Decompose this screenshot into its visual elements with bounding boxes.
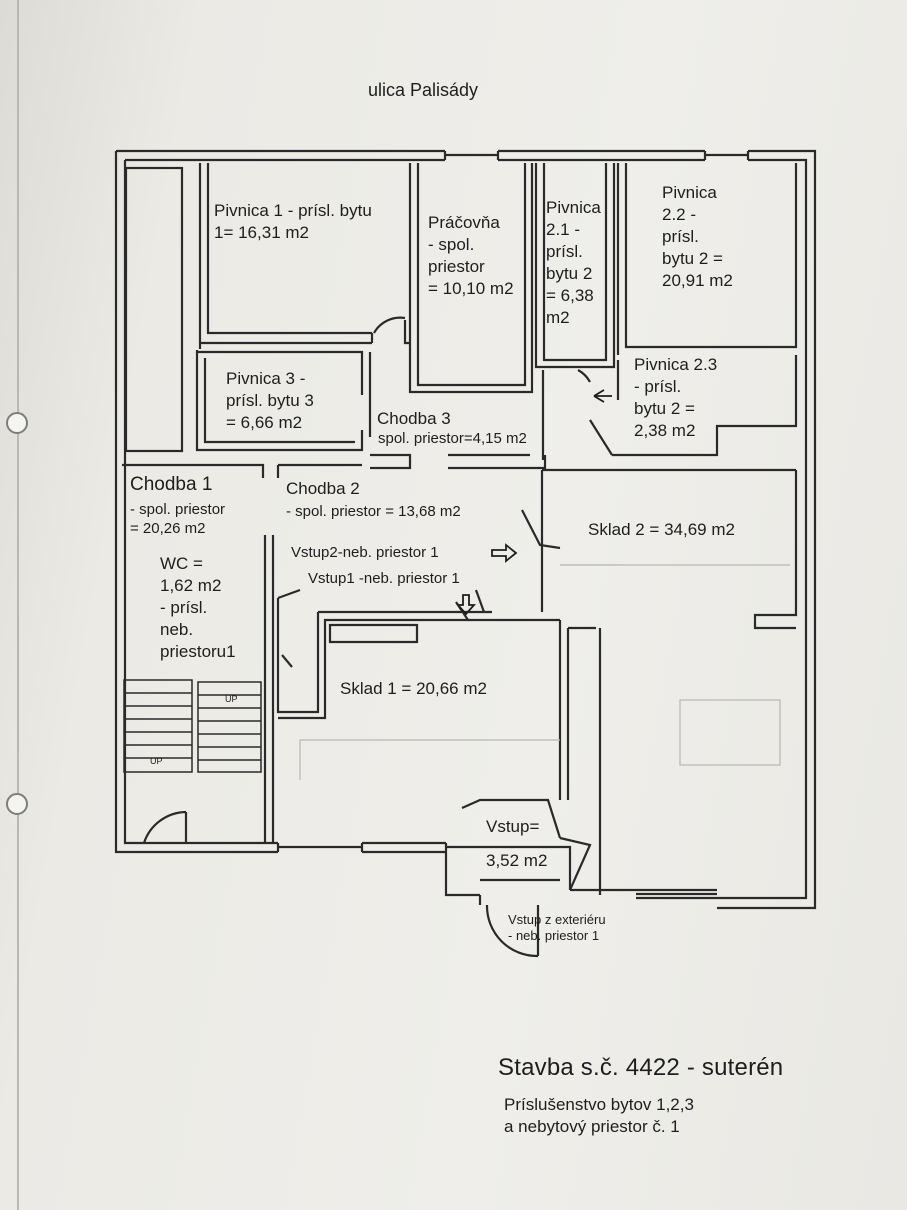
room-label-pracovna: Práčovňa - spol. priestor = 10,10 m2 <box>428 213 514 298</box>
punch-hole-icon <box>6 412 28 434</box>
wall-pivnica21 <box>534 163 616 369</box>
punch-hole-icon <box>6 793 28 815</box>
shaft <box>124 166 184 453</box>
room-label-vstup: Vstup= 3,52 m2 <box>486 817 548 870</box>
arrow-left-icon <box>593 389 612 403</box>
room-label-pivnica22: Pivnica 2.2 - prísl. bytu 2 = 20,91 m2 <box>662 183 733 290</box>
room-label-chodba1: Chodba 1 <box>130 474 213 495</box>
wall-vstup <box>444 798 592 905</box>
room-label-pivnica1: Pivnica 1 - prísl. bytu 1= 16,31 m2 <box>214 201 372 242</box>
room-label-pivnica23: Pivnica 2.3 - prísl. bytu 2 = 2,38 m2 <box>634 355 718 440</box>
wall-pivnica1 <box>198 163 410 349</box>
wall-pivnica22 <box>616 163 798 355</box>
room-label-vstup2: Vstup2-neb. priestor 1 <box>291 544 439 561</box>
room-label-vstup1: Vstup1 -neb. priestor 1 <box>308 570 460 587</box>
outer-wall-inner <box>123 158 808 900</box>
door-pivnica1 <box>370 316 406 343</box>
wall-sklad1 <box>328 620 570 800</box>
room-label-sklad1: Sklad 1 = 20,66 m2 <box>340 679 487 698</box>
door-pivnica23 <box>577 369 613 456</box>
faint-background-lines <box>299 564 790 780</box>
door-sklad2 <box>521 509 561 550</box>
outer-wall <box>114 149 817 910</box>
window <box>443 151 500 160</box>
door-wc-bottom <box>142 810 188 844</box>
room-label-sklad2: Sklad 2 = 34,69 m2 <box>588 520 735 539</box>
door-wc <box>277 588 301 668</box>
wall-pracovna <box>408 163 534 394</box>
wall-pivnica3 <box>195 350 372 452</box>
wall-chodba3 <box>370 370 547 470</box>
window <box>703 151 750 160</box>
drawing-subtitle: Príslušenstvo bytov 1,2,3 a nebytový pri… <box>504 1095 694 1136</box>
room-label-pivnica3: Pivnica 3 - prísl. bytu 3 = 6,66 m2 <box>226 369 314 432</box>
arrow-down-icon <box>455 594 477 616</box>
room-label-pivnica21: Pivnica 2.1 - prísl. bytu 2 = 6,38 m2 <box>546 198 601 327</box>
arrow-right-icon <box>491 543 518 563</box>
entrance-arrows <box>455 389 612 616</box>
room-label-wc: WC = 1,62 m2 - prísl. neb. priestoru1 <box>160 554 236 661</box>
stair-up-label: UP <box>150 756 163 766</box>
room-label-vstup-exterier: Vstup z exteriéru - neb. priestor 1 <box>508 912 606 943</box>
wall-sklad2 <box>540 468 798 895</box>
wall-chodba1 <box>122 463 362 843</box>
staircase <box>123 679 262 773</box>
drawing-title: Stavba s.č. 4422 - suterén <box>498 1054 784 1081</box>
room-label-chodba2: Chodba 2 <box>286 479 360 498</box>
wall-wc <box>276 598 560 720</box>
street-label: ulica Palisády <box>368 80 479 100</box>
window <box>636 888 717 900</box>
room-label-chodba1-detail: - spol. priestor = 20,26 m2 <box>130 501 226 537</box>
stair-up-label: UP <box>225 694 238 704</box>
room-label-chodba3: Chodba 3 <box>377 409 451 428</box>
room-label-chodba3-detail: spol. priestor=4,15 m2 <box>378 430 527 447</box>
binder-margin-line <box>17 0 19 1210</box>
wall-pivnica23 <box>612 355 798 457</box>
door-vstup <box>485 904 540 958</box>
window <box>276 843 364 852</box>
room-label-chodba2-detail: - spol. priestor = 13,68 m2 <box>286 503 461 520</box>
